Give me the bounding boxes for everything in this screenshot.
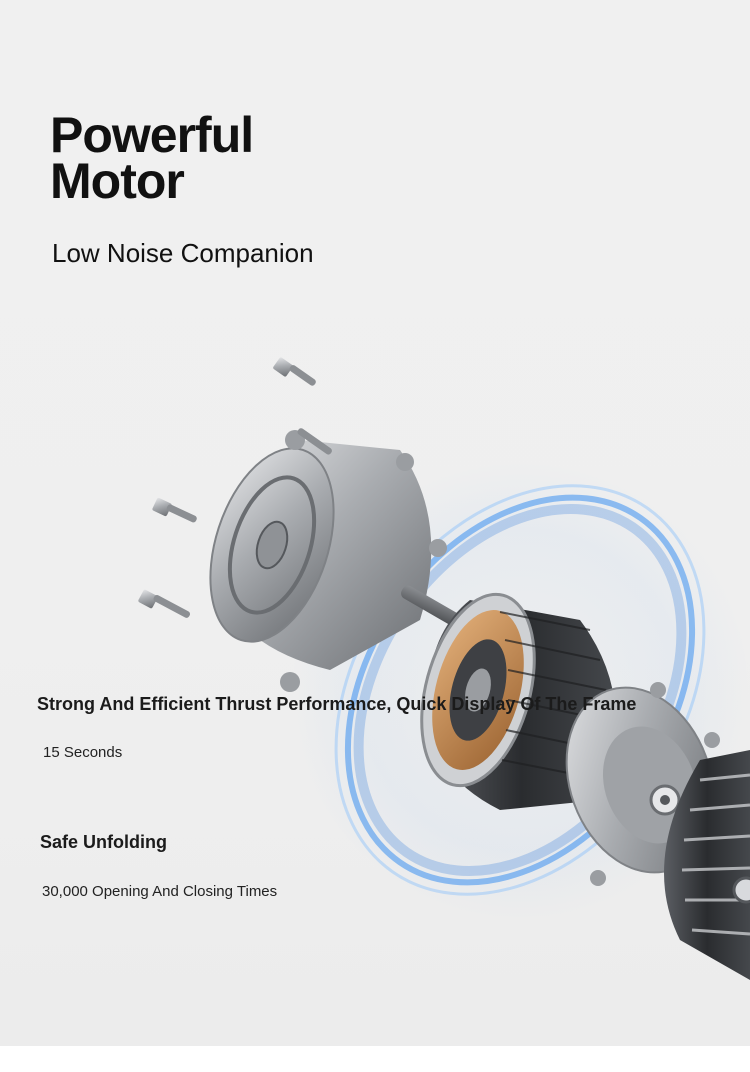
page-title: Powerful Motor (50, 110, 254, 206)
feature-heading-1: Strong And Efficient Thrust Performance,… (37, 694, 637, 714)
title-panel (40, 95, 310, 219)
bottom-strip (0, 1046, 750, 1072)
feature-detail-panel-2 (24, 870, 324, 910)
feature-detail-panel-1 (26, 735, 144, 770)
title-line-1: Powerful (50, 107, 254, 163)
feature-detail-1: 15 Seconds (43, 744, 123, 761)
motor-exploded-icon (138, 357, 750, 980)
feature-heading-2: Safe Unfolding (40, 832, 167, 852)
subtitle-panel (44, 232, 484, 274)
feature-panel-1 (20, 665, 125, 735)
page-subtitle: Low Noise Companion (52, 238, 314, 268)
product-page: Powerful Motor Low Noise Companion Stron… (0, 0, 750, 1046)
feature-detail-2: 30,000 Opening And Closing Times (42, 883, 278, 900)
title-line-2: Motor (50, 153, 185, 209)
feature-panel-2 (24, 805, 208, 865)
